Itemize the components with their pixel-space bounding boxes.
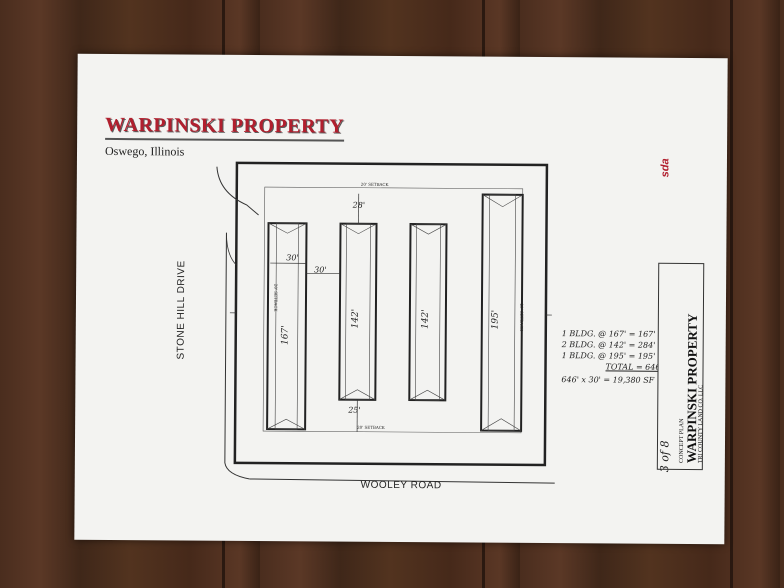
wooley-road-label: WOOLEY ROAD (360, 479, 442, 492)
table-plank-seam (730, 0, 733, 588)
building-2-length: 142' (350, 308, 361, 329)
site-plan-sheet: WARPINSKI PROPERTY Oswego, Illinois (74, 53, 728, 545)
dimension-30-b: 30' (314, 265, 327, 275)
road-curve (216, 166, 259, 216)
setback-label-right: 20' SETBACK (519, 303, 525, 332)
sda-logo: sda (659, 158, 672, 178)
building-2-roof-hip (339, 223, 377, 401)
building-1-length: 167' (280, 325, 291, 346)
dimension-25: 25' (348, 405, 361, 415)
building-3-roof (414, 223, 441, 401)
setback-label-top: 20' SETBACK (360, 181, 389, 187)
summary-line-1: 1 BLDG. @ 167' = 167' (561, 329, 656, 339)
site-plan-drawing (216, 161, 555, 484)
road-edge (249, 478, 555, 484)
dimension-30-a: 30' (286, 253, 299, 263)
building-3-roof-hip (409, 223, 447, 401)
summary-total: TOTAL = 646' (605, 362, 663, 372)
building-4-roof-hip (480, 194, 523, 432)
dimension-28: 28' (352, 200, 366, 210)
building-3-length: 142' (420, 309, 431, 330)
summary-line-2: 2 BLDG. @ 142' = 284' (561, 340, 656, 350)
title-block-text: CONCEPT PLAN WARPINSKI PROPERTY TRI COUN… (679, 314, 705, 464)
sheet-number: 3 of 8 (658, 440, 672, 473)
building-1-roof (274, 222, 299, 430)
road-curve (226, 232, 237, 266)
building-4-length: 195' (490, 309, 501, 330)
setback-label-bottom: 20' SETBACK (357, 424, 385, 430)
summary-line-3: 1 BLDG. @ 195' = 195' (561, 351, 656, 361)
stone-hill-drive-label: STONE HILL DRIVE (175, 260, 188, 360)
setback-label-left: 20' SETBACK (273, 283, 279, 312)
summary-area: 646' x 30' = 19,380 SF (561, 375, 655, 385)
building-4-roof (487, 194, 517, 432)
building-4 (480, 193, 524, 432)
title-block-name: WARPINSKI PROPERTY (683, 313, 700, 464)
road-edge (224, 232, 250, 480)
building-1-roof-hip (266, 222, 307, 430)
